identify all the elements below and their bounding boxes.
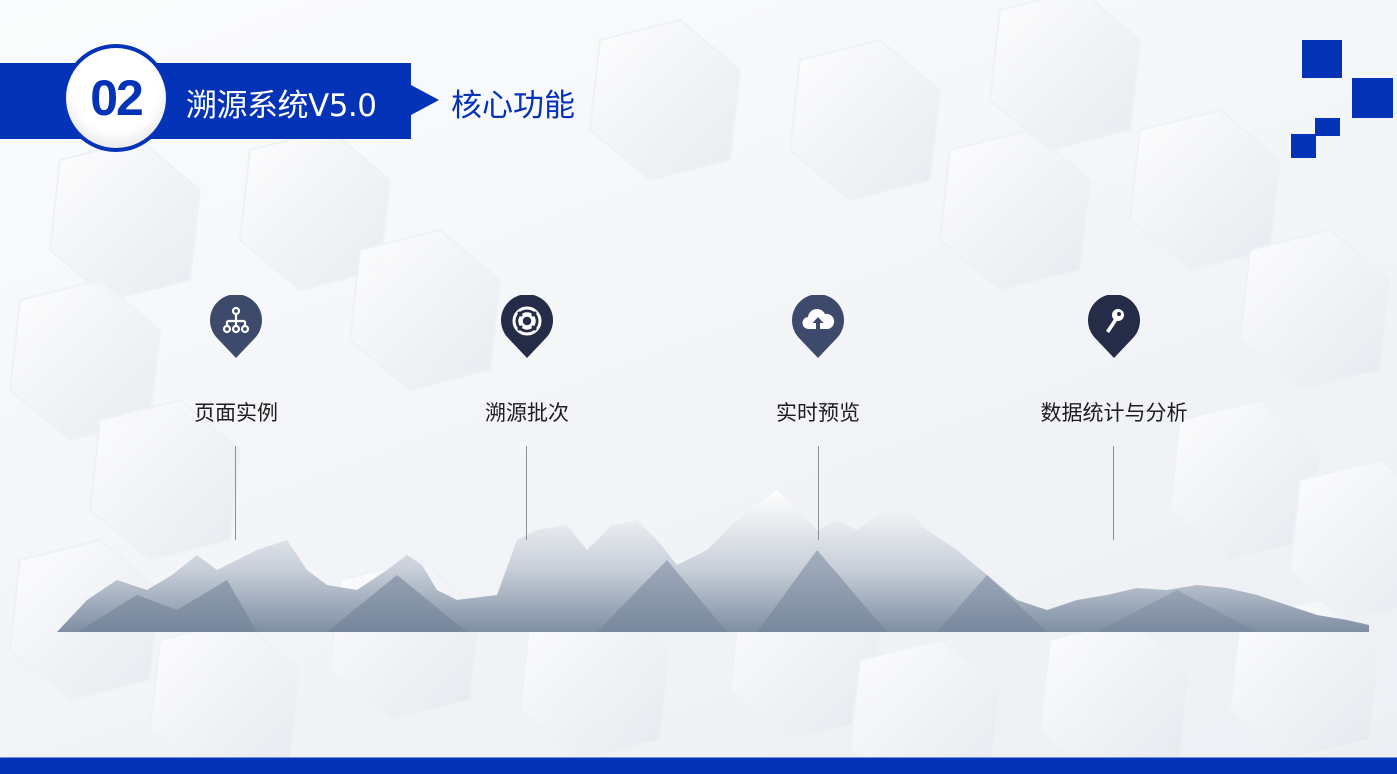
square-deco bbox=[1291, 134, 1316, 158]
feature-page-instance[interactable]: 页面实例 bbox=[136, 295, 336, 427]
feature-live-preview[interactable]: 实时预览 bbox=[718, 295, 918, 427]
footer-bar bbox=[0, 757, 1397, 774]
square-deco bbox=[1302, 40, 1342, 78]
feature-trace-batch[interactable]: 溯源批次 bbox=[427, 295, 627, 427]
hierarchy-icon bbox=[209, 295, 263, 359]
header-title: 溯源系统V5.0 bbox=[186, 88, 377, 124]
feature-label: 数据统计与分析 bbox=[1040, 401, 1188, 425]
feature-label: 实时预览 bbox=[776, 401, 860, 425]
cloud-upload-icon bbox=[791, 295, 845, 359]
header-arrow-icon bbox=[411, 85, 439, 115]
square-deco bbox=[1315, 118, 1340, 136]
connector-line bbox=[818, 446, 819, 540]
connector-line bbox=[526, 446, 527, 540]
feature-label: 溯源批次 bbox=[485, 401, 569, 425]
lifebuoy-icon bbox=[500, 295, 554, 359]
header-subtitle: 核心功能 bbox=[451, 88, 575, 124]
connector-line bbox=[235, 446, 236, 540]
section-number-badge: 02 bbox=[62, 44, 170, 152]
connector-line bbox=[1113, 446, 1114, 540]
square-deco bbox=[1352, 78, 1393, 118]
feature-label: 页面实例 bbox=[194, 401, 278, 425]
key-icon bbox=[1087, 295, 1141, 359]
mountains-image bbox=[57, 490, 1369, 632]
feature-data-statistics[interactable]: 数据统计与分析 bbox=[1014, 295, 1214, 427]
